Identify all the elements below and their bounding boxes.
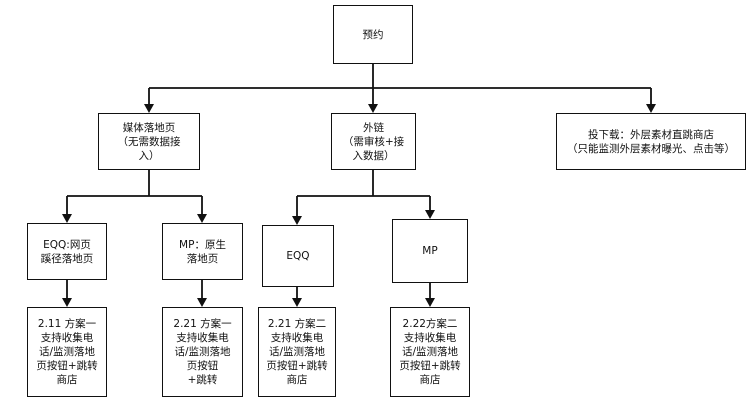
arrowhead	[197, 298, 207, 307]
node-plan-2-11: 2.11 方案一 支持收集电 话/监测落地 页按钮+跳转 商店	[27, 307, 107, 397]
arrowhead	[368, 104, 378, 113]
arrowhead	[62, 214, 72, 223]
node-mp-native-landing: MP：原生 落地页	[162, 223, 243, 280]
arrowhead	[425, 210, 435, 219]
node-media-landing: 媒体落地页 （无需数据接 入）	[98, 113, 200, 170]
node-outlink: 外链 （需审核+接 入数据）	[331, 113, 416, 170]
node-eqq-web-landing: EQQ:网页 蹊径落地页	[27, 223, 107, 280]
node-mp: MP	[392, 219, 468, 283]
node-root: 预约	[333, 5, 413, 64]
node-download: 投下载：外层素材直跳商店 （只能监测外层素材曝光、点击等）	[556, 113, 746, 170]
arrowhead	[144, 104, 154, 113]
arrowhead	[646, 104, 656, 113]
arrowhead	[197, 214, 207, 223]
arrowhead	[425, 298, 435, 307]
arrowhead	[62, 298, 72, 307]
node-plan-2-21-b: 2.21 方案二 支持收集电 话/监测落地 页按钮+跳转 商店	[258, 307, 336, 397]
node-plan-2-21-a: 2.21 方案一 支持收集电 话/监测落地 页按钮 +跳转	[162, 307, 243, 397]
node-plan-2-22: 2.22方案二 支持收集电 话/监测落地 页按钮+跳转 商店	[390, 307, 470, 397]
arrowhead	[292, 216, 302, 225]
node-eqq: EQQ	[262, 225, 334, 287]
arrowhead	[292, 298, 302, 307]
